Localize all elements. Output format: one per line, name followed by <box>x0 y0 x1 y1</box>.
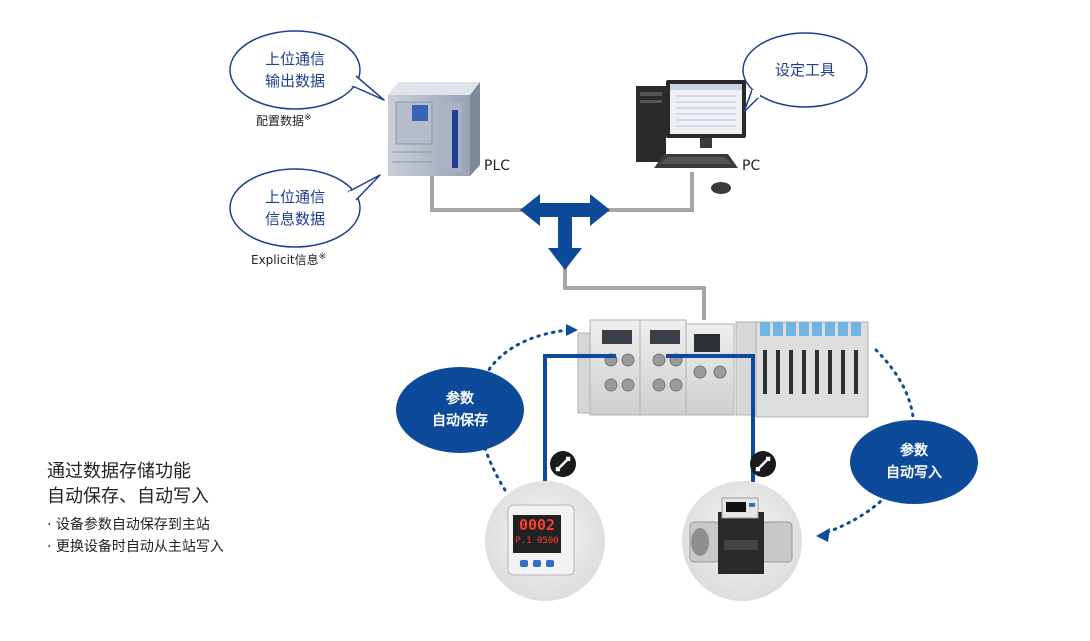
description-bullets: · 设备参数自动保存到主站 · 更换设备时自动从主站写入 <box>47 514 224 558</box>
auto-save-ellipse-shape <box>396 367 524 453</box>
plc-unit <box>388 82 480 176</box>
explicit-info-caption: Explicit信息※ <box>251 252 327 267</box>
pc-label: PC <box>742 158 761 174</box>
fork-arrow <box>520 194 610 270</box>
bullet-item: · 设备参数自动保存到主站 <box>47 517 210 533</box>
pressure-display: 0002 P.1 0500 <box>514 516 560 552</box>
auto-save-line-1: 参数 <box>446 391 474 407</box>
plc-info-bubble: 上位通信 信息数据 <box>240 186 350 230</box>
pressure-switch <box>507 504 575 576</box>
speech-bubbles <box>229 30 868 248</box>
auto-write-ellipse-shape <box>850 420 978 504</box>
headline-line-2: 自动保存、自动写入 <box>47 486 209 507</box>
plc-label: PLC <box>484 158 511 174</box>
description-headline: 通过数据存储功能 自动保存、自动写入 <box>47 459 209 509</box>
pc-computer <box>636 80 746 194</box>
pc-setting-tool-bubble: 设定工具 <box>750 59 860 81</box>
plc-output-bubble: 上位通信 输出数据 <box>240 48 350 92</box>
headline-line-1: 通过数据存储功能 <box>47 461 191 482</box>
network-module <box>577 319 869 418</box>
pressure-display-bottom: P.1 0500 <box>515 536 559 546</box>
io-link-icon <box>550 451 576 477</box>
config-data-caption: 配置数据※ <box>256 113 312 128</box>
io-link-cables <box>543 354 755 482</box>
plc-info-line-2: 信息数据 <box>264 210 325 228</box>
dotted-arcs <box>477 328 916 534</box>
auto-write-line-2: 自动写入 <box>886 465 942 481</box>
plc-output-line-1: 上位通信 <box>264 50 325 68</box>
pressure-display-top: 0002 <box>518 516 556 534</box>
bullet-item: · 更换设备时自动从主站写入 <box>47 539 224 555</box>
io-link-icon <box>750 451 776 477</box>
flow-switch <box>689 497 793 574</box>
network-lines <box>430 172 706 320</box>
arrow-head-left <box>566 324 578 336</box>
setting-tool-text: 设定工具 <box>774 61 835 79</box>
auto-save-line-2: 自动保存 <box>432 413 488 429</box>
plc-output-line-2: 输出数据 <box>264 72 325 90</box>
plc-info-line-1: 上位通信 <box>264 188 325 206</box>
arrow-head-right <box>816 528 830 542</box>
auto-write-line-1: 参数 <box>900 443 928 459</box>
auto-write-ellipse: 参数 自动写入 <box>854 440 974 484</box>
auto-save-ellipse: 参数 自动保存 <box>400 388 520 432</box>
